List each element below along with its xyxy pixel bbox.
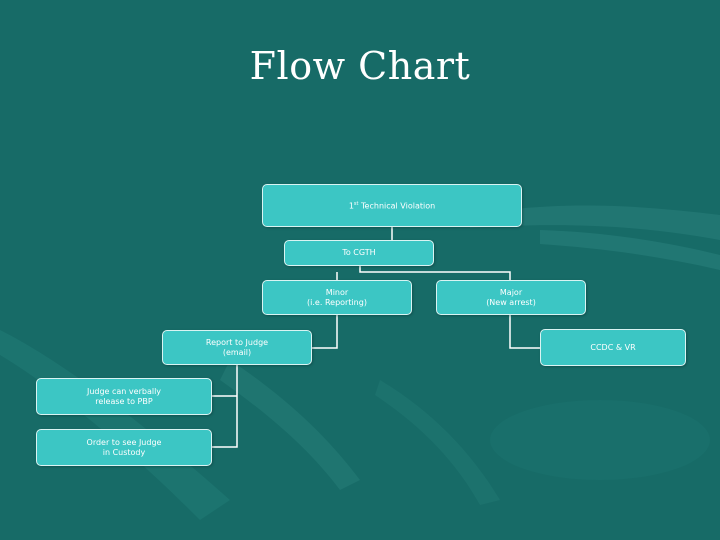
slide-title: Flow Chart [249,44,471,88]
box-major: Major (New arrest) [436,280,586,315]
box-to-cgth: To CGTH [284,240,434,266]
connector-cgth-to-outcomes [359,266,511,280]
violation-label: 1st Technical Violation [348,201,436,211]
box-order-custody: Order to see Judge in Custody [36,429,212,466]
connector-major-to-ccdc [509,315,540,349]
box-technical-violation: 1st Technical Violation [262,184,522,227]
box-verbal-release: Judge can verbally release to PBP [36,378,212,415]
box-report-to-judge: Report to Judge (email) [162,330,312,365]
box-minor: Minor (i.e. Reporting) [262,280,412,315]
connector-report-to-branches [212,365,238,448]
box-ccdc-vr: CCDC & VR [540,329,686,366]
connector-minor-to-report [312,315,338,349]
